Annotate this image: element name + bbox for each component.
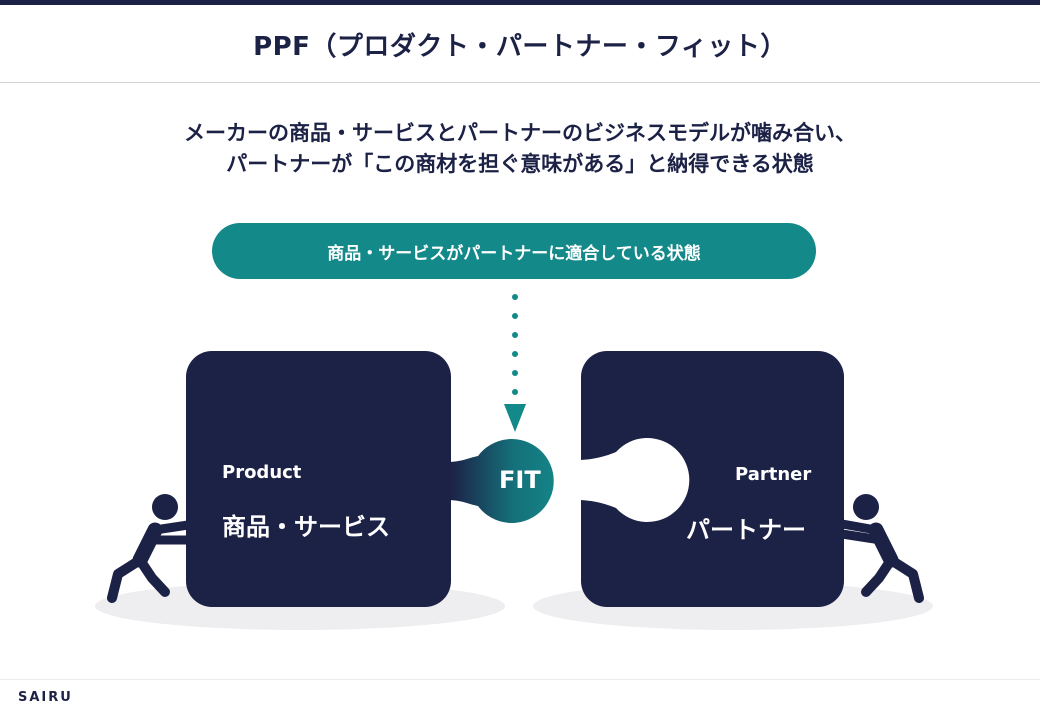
fit-state-pill: 商品・サービスがパートナーに適合している状態 bbox=[212, 223, 816, 279]
definition-line-1: メーカーの商品・サービスとパートナーのビジネスモデルが噛み合い、 bbox=[184, 121, 856, 145]
title-divider bbox=[0, 82, 1040, 83]
top-accent-bar bbox=[0, 0, 1040, 5]
pushing-person-icon bbox=[107, 494, 213, 603]
partner-label-en: Partner bbox=[735, 464, 812, 485]
product-knob bbox=[446, 439, 554, 524]
product-label-ja: 商品・サービス bbox=[222, 513, 390, 541]
partner-socket bbox=[576, 438, 690, 522]
pushing-person-icon bbox=[824, 494, 924, 603]
definition-text: メーカーの商品・サービスとパートナーのビジネスモデルが噛み合い、 パートナーが「… bbox=[0, 118, 1040, 180]
dotted-arrow-down-icon bbox=[504, 294, 526, 432]
brand-logo: SAIRU bbox=[18, 690, 73, 705]
partner-label-ja: パートナー bbox=[686, 516, 806, 544]
product-puzzle-piece bbox=[186, 351, 451, 607]
product-label-en: Product bbox=[222, 462, 302, 483]
partner-puzzle-piece bbox=[581, 351, 844, 607]
fit-label: FIT bbox=[499, 466, 541, 494]
definition-line-2: パートナーが「この商材を担ぐ意味がある」と納得できる状態 bbox=[226, 152, 814, 176]
footer-divider bbox=[0, 679, 1040, 680]
page-title: PPF（プロダクト・パートナー・フィット） bbox=[253, 32, 787, 62]
